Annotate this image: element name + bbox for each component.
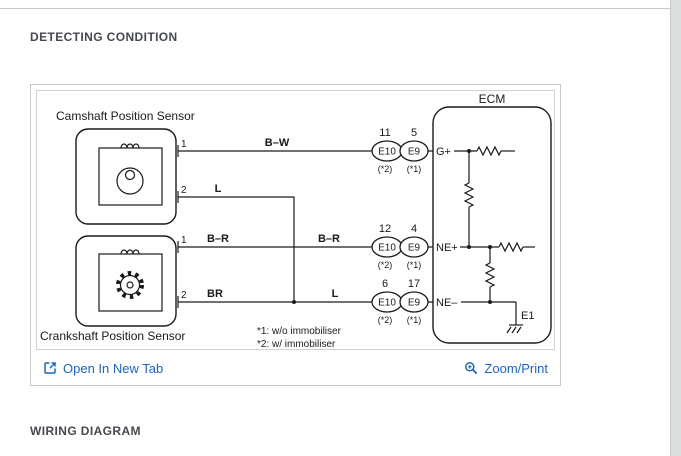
- wire-label-bw: B–W: [265, 137, 290, 149]
- detecting-condition-heading: DETECTING CONDITION: [30, 30, 178, 44]
- top-divider: [0, 8, 681, 9]
- connector-e9-oval: [399, 236, 429, 258]
- figure-toolbar: Open In New Tab Zoom/Print: [43, 358, 548, 378]
- crankshaft-sensor-inner-box: [98, 253, 163, 312]
- note-1: *1: w/o immobiliser: [257, 326, 342, 337]
- connector-group-1: 11 5 E10 E9 (*2) (*1): [371, 127, 429, 174]
- open-in-new-tab-link[interactable]: Open In New Tab: [43, 361, 163, 376]
- camshaft-sensor-outline: [75, 128, 177, 225]
- connector-footnote: (*2): [378, 260, 393, 270]
- cam-pin-1: 1: [181, 139, 187, 150]
- connector-pin-number: 11: [379, 127, 390, 139]
- coil-icon: [120, 143, 140, 149]
- connector-e10-label: E10: [378, 298, 396, 309]
- connector-footnote: (*1): [407, 164, 422, 174]
- coil-icon: [120, 249, 140, 255]
- ecm-pin-ne-minus: NE–: [436, 297, 458, 309]
- immobiliser-notes: *1: w/o immobiliser *2: w/ immobiliser: [257, 326, 342, 350]
- ground-icon: [506, 324, 523, 334]
- wires: B–W L B–R B–R BR L: [178, 137, 433, 304]
- resistor-vertical-2-icon: [484, 262, 496, 288]
- open-in-new-tab-label: Open In New Tab: [63, 360, 164, 376]
- connector-pin-number: 6: [382, 278, 388, 290]
- gear-icon: [116, 271, 144, 299]
- ecm-block: ECM G+ NE+ NE–: [432, 92, 552, 344]
- ecm-pin-g-plus: G+: [436, 146, 451, 158]
- connector-e10-label: E10: [378, 243, 396, 254]
- connector-footnote: (*2): [378, 164, 393, 174]
- resistor-neplus-icon: [498, 241, 524, 253]
- connector-pin-number: 17: [408, 278, 420, 290]
- ecm-label: ECM: [479, 92, 506, 106]
- ecm-outline: [432, 106, 552, 344]
- connector-footnote: (*2): [378, 315, 393, 325]
- connector-e9-oval: [399, 140, 429, 162]
- wire-label-br-b: B–R: [318, 233, 340, 245]
- note-2: *2: w/ immobiliser: [257, 339, 336, 349]
- zoom-print-label: Zoom/Print: [484, 360, 548, 376]
- camshaft-sensor-inner-box: [98, 147, 163, 206]
- wiring-diagram-heading: WIRING DIAGRAM: [30, 424, 141, 438]
- crankshaft-sensor-outline: [75, 235, 177, 327]
- connector-e9-label: E9: [408, 243, 421, 254]
- connector-pin-number: 12: [379, 223, 391, 235]
- wire-label-br-solid: BR: [207, 288, 223, 300]
- connector-group-3: 6 17 E10 E9 (*2) (*1): [371, 278, 429, 325]
- wiring-diagram-svg: ECM G+ NE+ NE–: [40, 92, 552, 350]
- connector-footnote: (*1): [407, 315, 422, 325]
- ecm-pin-e1: E1: [521, 310, 534, 322]
- ecm-pin-ne-plus: NE+: [436, 242, 458, 254]
- connector-group-2: 12 4 E10 E9 (*2) (*1): [371, 223, 429, 270]
- open-in-new-icon: [44, 362, 56, 374]
- crankshaft-sensor-label: Crankshaft Position Sensor: [40, 329, 185, 343]
- rotor-icon: [116, 167, 144, 195]
- wire-label-l-join: L: [332, 288, 339, 300]
- resistor-vertical-1-icon: [463, 182, 475, 208]
- zoom-magnifier-icon: [465, 362, 478, 375]
- connector-pin-number: 4: [411, 223, 417, 235]
- camshaft-sensor: Camshaft Position Sensor 1 2: [56, 109, 195, 225]
- cam-pin-2: 2: [181, 185, 187, 196]
- junction-dots: [467, 149, 492, 304]
- wire-label-br-a: B–R: [207, 233, 229, 245]
- resistor-gplus-icon: [476, 145, 502, 157]
- connector-e9-label: E9: [408, 298, 421, 309]
- crank-pin-2: 2: [181, 290, 187, 301]
- connector-e10-label: E10: [378, 147, 396, 158]
- connector-footnote: (*1): [407, 260, 422, 270]
- wire-junction-dot: [292, 300, 296, 304]
- wiring-figure-panel: ECM G+ NE+ NE–: [30, 84, 561, 386]
- camshaft-sensor-label: Camshaft Position Sensor: [56, 109, 195, 123]
- page-edge-scroll-area: [670, 0, 681, 456]
- connector-e9-oval: [399, 291, 429, 313]
- wiring-diagram-image: ECM G+ NE+ NE–: [36, 90, 555, 350]
- wire-l-cam: [178, 196, 295, 302]
- zoom-print-link[interactable]: Zoom/Print: [464, 361, 548, 376]
- crank-pin-1: 1: [181, 235, 187, 246]
- crankshaft-sensor: 1 2 Crankshaft Position Sensor: [40, 235, 187, 343]
- connector-e9-label: E9: [408, 147, 421, 158]
- connector-pin-number: 5: [411, 127, 417, 139]
- wire-label-l-cam: L: [215, 183, 222, 195]
